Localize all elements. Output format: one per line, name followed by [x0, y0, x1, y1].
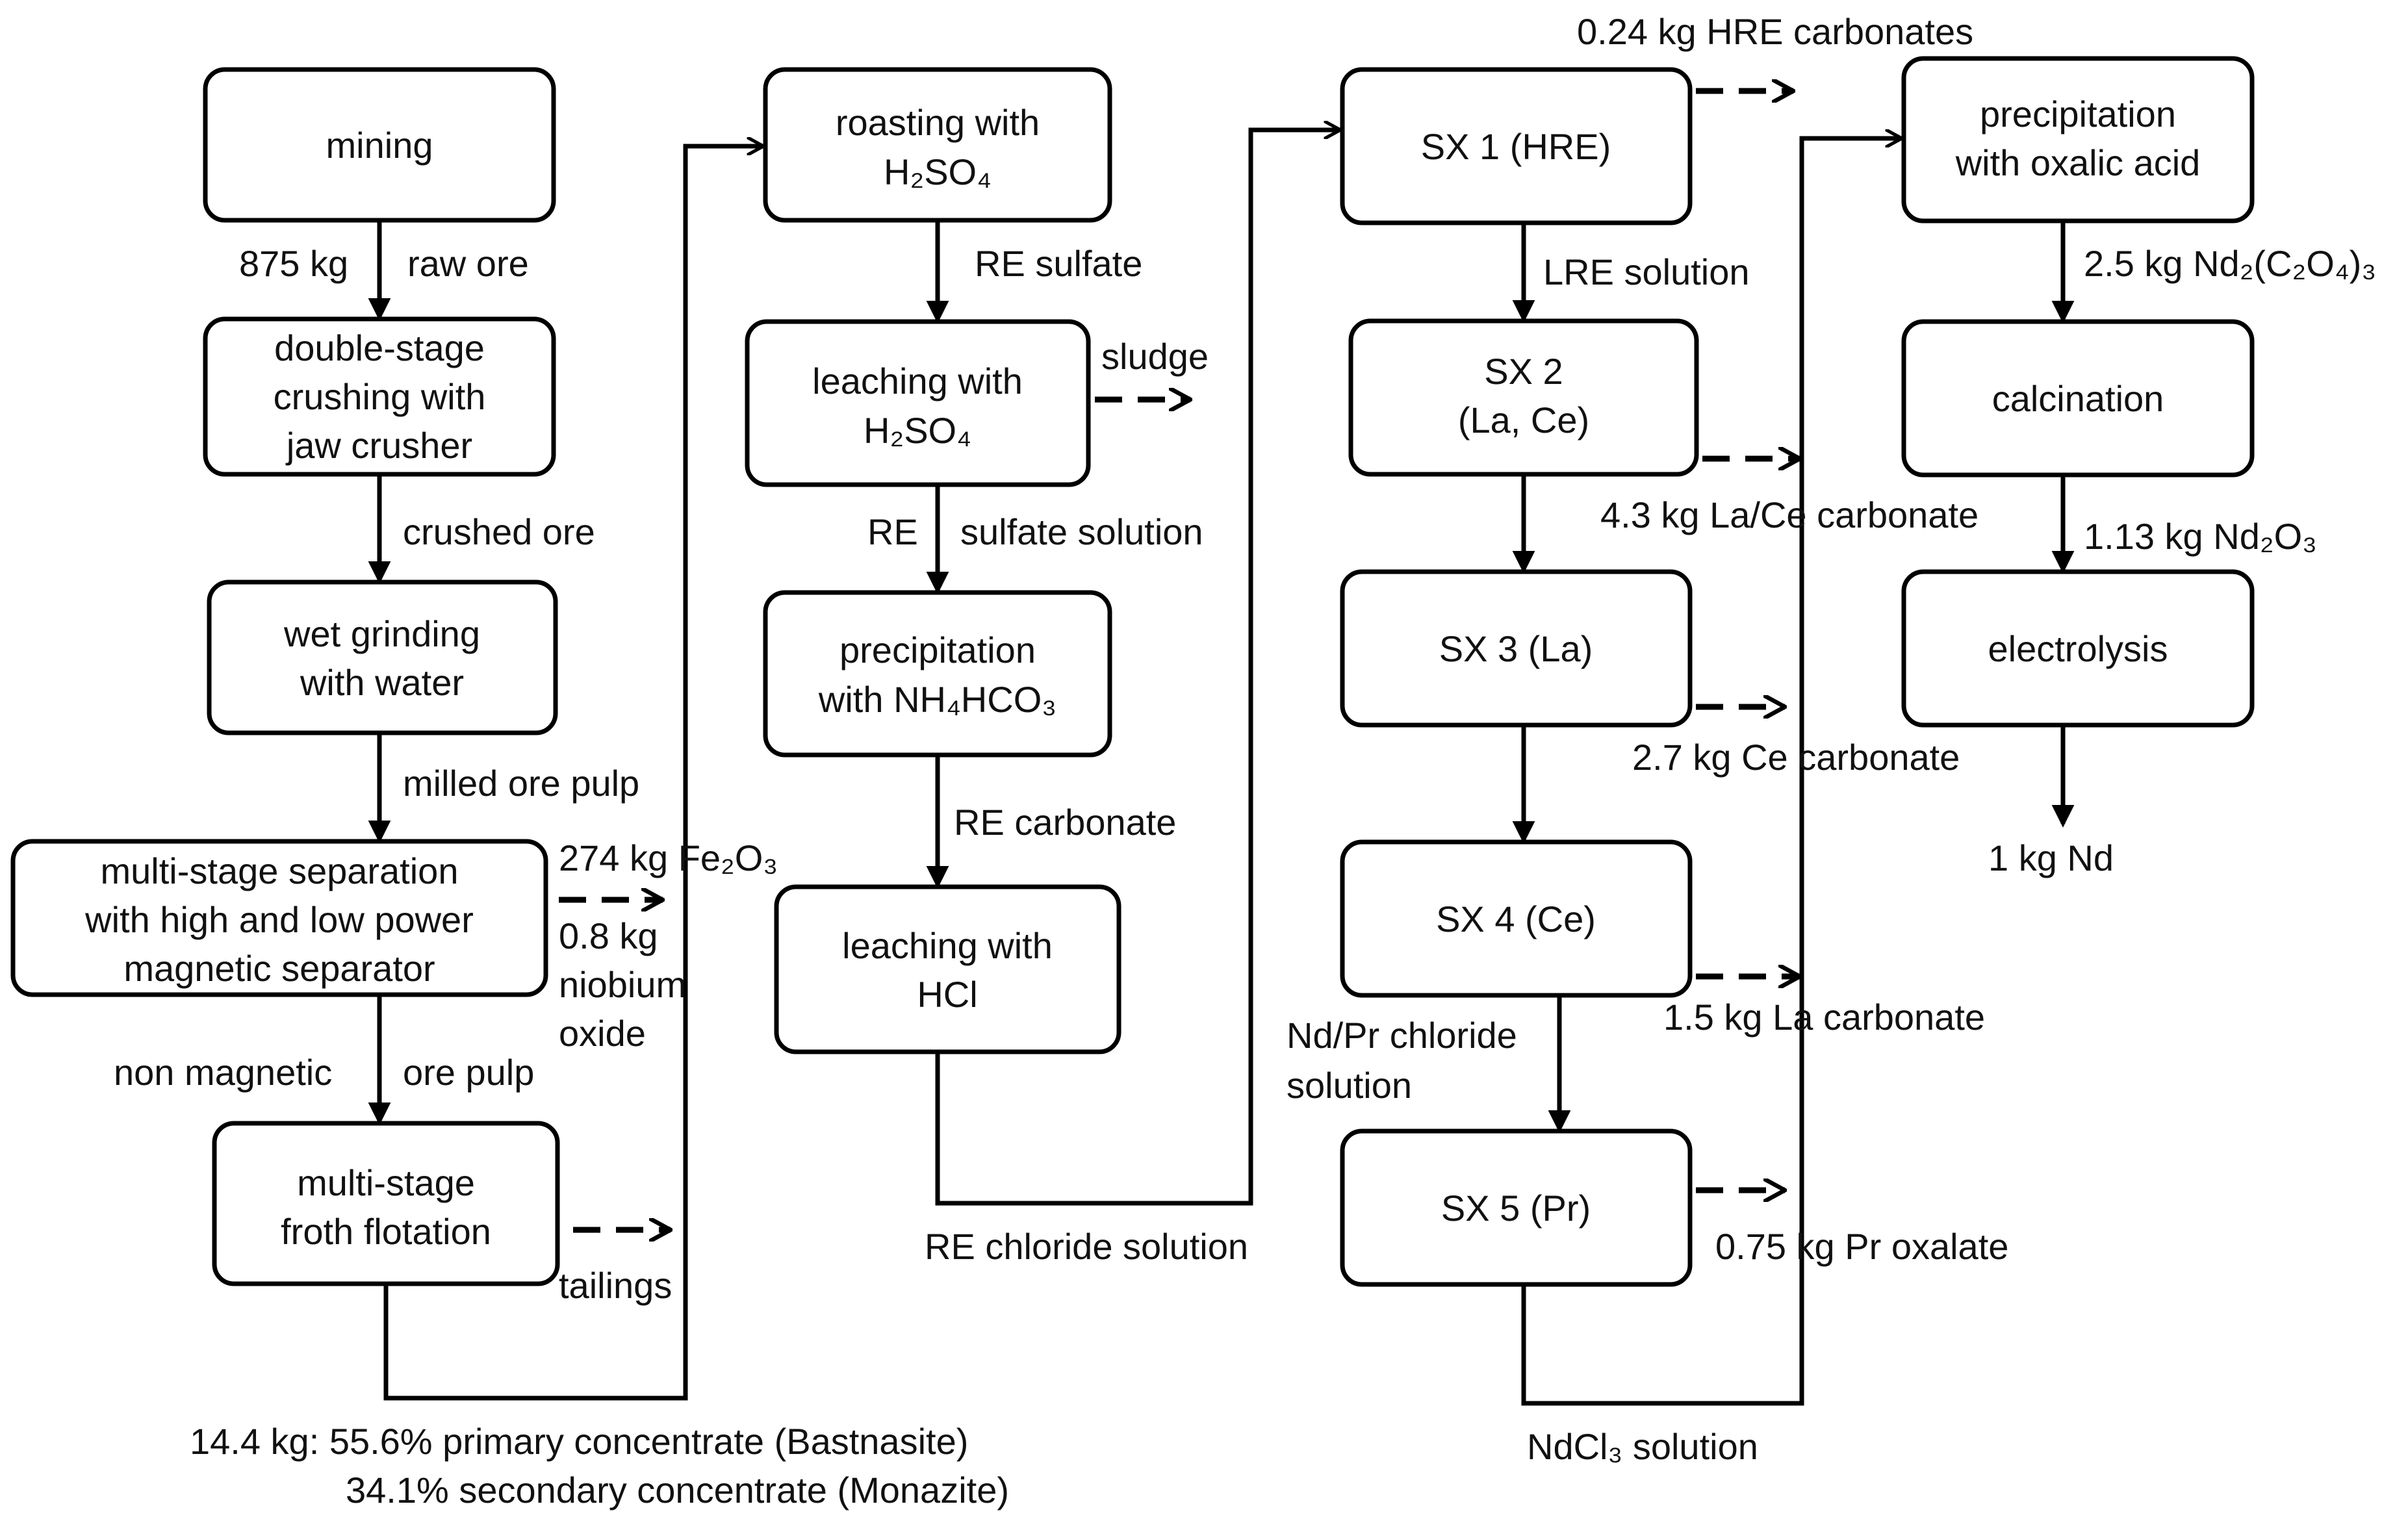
box-magnetic-separation: multi-stage separation with high and low… — [10, 839, 548, 997]
label-tailings: tailings — [559, 1265, 672, 1306]
box-crushing: double-stage crushing with jaw crusher — [203, 316, 556, 477]
box-text: with high and low power — [84, 899, 474, 940]
box-text: SX 2 — [1484, 351, 1563, 392]
box-sx3-la: SX 3 (La) — [1340, 569, 1693, 728]
box-text: SX 3 (La) — [1439, 628, 1593, 669]
box-text: SX 4 (Ce) — [1436, 899, 1596, 939]
box-text: with oxalic acid — [1955, 142, 2201, 183]
connector-flotation-to-roasting — [383, 146, 763, 1401]
box-text: HCl — [917, 974, 977, 1015]
label-non-magnetic: non magnetic — [114, 1052, 332, 1093]
box-text: (La, Ce) — [1458, 400, 1589, 440]
label-nd-final: 1 kg Nd — [1988, 837, 2114, 878]
label-raw-ore: raw ore — [407, 243, 529, 284]
box-sx5-pr: SX 5 (Pr) — [1340, 1128, 1693, 1287]
box-text: double-stage — [274, 327, 485, 368]
label-crushed-ore: crushed ore — [403, 511, 595, 552]
label-ndpr-line2: solution — [1287, 1065, 1412, 1106]
label-re-chloride-solution: RE chloride solution — [925, 1226, 1248, 1267]
box-text: wet grinding — [283, 613, 480, 654]
box-text: leaching with — [812, 361, 1023, 402]
label-ndpr-line1: Nd/Pr chloride — [1287, 1015, 1517, 1056]
box-text: crushing with — [274, 376, 486, 417]
label-nd2o3: 1.13 kg Nd₂O₃ — [2084, 516, 2317, 557]
label-re-sulfate: RE sulfate — [975, 243, 1142, 284]
box-leaching-h2so4: leaching with H₂SO₄ — [745, 319, 1091, 487]
box-froth-flotation: multi-stage froth flotation — [212, 1121, 560, 1286]
box-roasting: roasting with H₂SO₄ — [763, 67, 1112, 223]
box-electrolysis: electrolysis — [1901, 569, 2255, 728]
box-calcination: calcination — [1901, 319, 2255, 478]
box-precipitation-oxalic: precipitation with oxalic acid — [1901, 56, 2255, 223]
box-text: SX 5 (Pr) — [1441, 1188, 1591, 1229]
label-ore-pulp: ore pulp — [403, 1052, 534, 1093]
label-concentrate-line1: 14.4 kg: 55.6% primary concentrate (Bast… — [190, 1421, 968, 1462]
label-milled-ore-pulp: milled ore pulp — [403, 763, 639, 804]
box-text: multi-stage — [297, 1162, 475, 1203]
box-text: with NH₄HCO₃ — [818, 679, 1057, 720]
label-ore-mass: 875 kg — [239, 243, 348, 284]
box-sx2-la-ce: SX 2 (La, Ce) — [1348, 318, 1699, 477]
label-niobium-line2: niobium — [559, 964, 686, 1005]
box-text: jaw crusher — [285, 425, 472, 466]
label-ndcl3-solution: NdCl₃ solution — [1527, 1426, 1758, 1467]
box-text: leaching with — [842, 925, 1053, 966]
box-mining: mining — [203, 67, 556, 223]
box-sx4-ce: SX 4 (Ce) — [1340, 839, 1693, 998]
box-text: froth flotation — [281, 1211, 491, 1252]
box-sx1-hre: SX 1 (HRE) — [1340, 67, 1693, 225]
box-text: precipitation — [839, 630, 1036, 670]
connector-sx5-to-oxalic — [1521, 138, 1902, 1406]
label-niobium-line1: 0.8 kg — [559, 915, 658, 956]
box-precipitation-nh4hco3: precipitation with NH₄HCO₃ — [763, 590, 1112, 758]
label-la-carbonate: 1.5 kg La carbonate — [1663, 997, 1985, 1038]
box-text: precipitation — [1980, 94, 2176, 134]
label-nd-oxalate: 2.5 kg Nd₂(C₂O₄)₃ — [2084, 243, 2376, 284]
box-text: H₂SO₄ — [864, 410, 971, 451]
label-pr-oxalate: 0.75 kg Pr oxalate — [1715, 1226, 2008, 1267]
label-hre-carbonates: 0.24 kg HRE carbonates — [1577, 11, 1973, 52]
label-fe2o3: 274 kg Fe₂O₃ — [559, 837, 778, 878]
label-niobium-line3: oxide — [559, 1013, 646, 1054]
box-text: mining — [326, 125, 433, 166]
label-re-carbonate: RE carbonate — [954, 802, 1176, 843]
label-sulfate-solution: sulfate solution — [960, 511, 1203, 552]
box-text: multi-stage separation — [101, 850, 459, 891]
box-leaching-hcl: leaching with HCl — [774, 884, 1121, 1054]
box-text: electrolysis — [1988, 628, 2168, 669]
box-text: magnetic separator — [123, 948, 435, 989]
label-re: RE — [867, 511, 918, 552]
label-ce-carbonate: 2.7 kg Ce carbonate — [1632, 737, 1960, 778]
box-grinding: wet grinding with water — [207, 580, 558, 735]
box-text: H₂SO₄ — [884, 151, 992, 192]
label-concentrate-line2: 34.1% secondary concentrate (Monazite) — [346, 1470, 1009, 1511]
label-sludge: sludge — [1101, 336, 1209, 377]
connector-hcl-to-sx1 — [935, 130, 1340, 1206]
label-lre-solution: LRE solution — [1543, 251, 1750, 292]
box-text: calcination — [1992, 378, 2164, 419]
box-text: roasting with — [836, 102, 1040, 143]
box-text: with water — [300, 662, 464, 703]
box-text: SX 1 (HRE) — [1421, 126, 1611, 167]
label-la-ce-carbonate: 4.3 kg La/Ce carbonate — [1600, 494, 1979, 535]
